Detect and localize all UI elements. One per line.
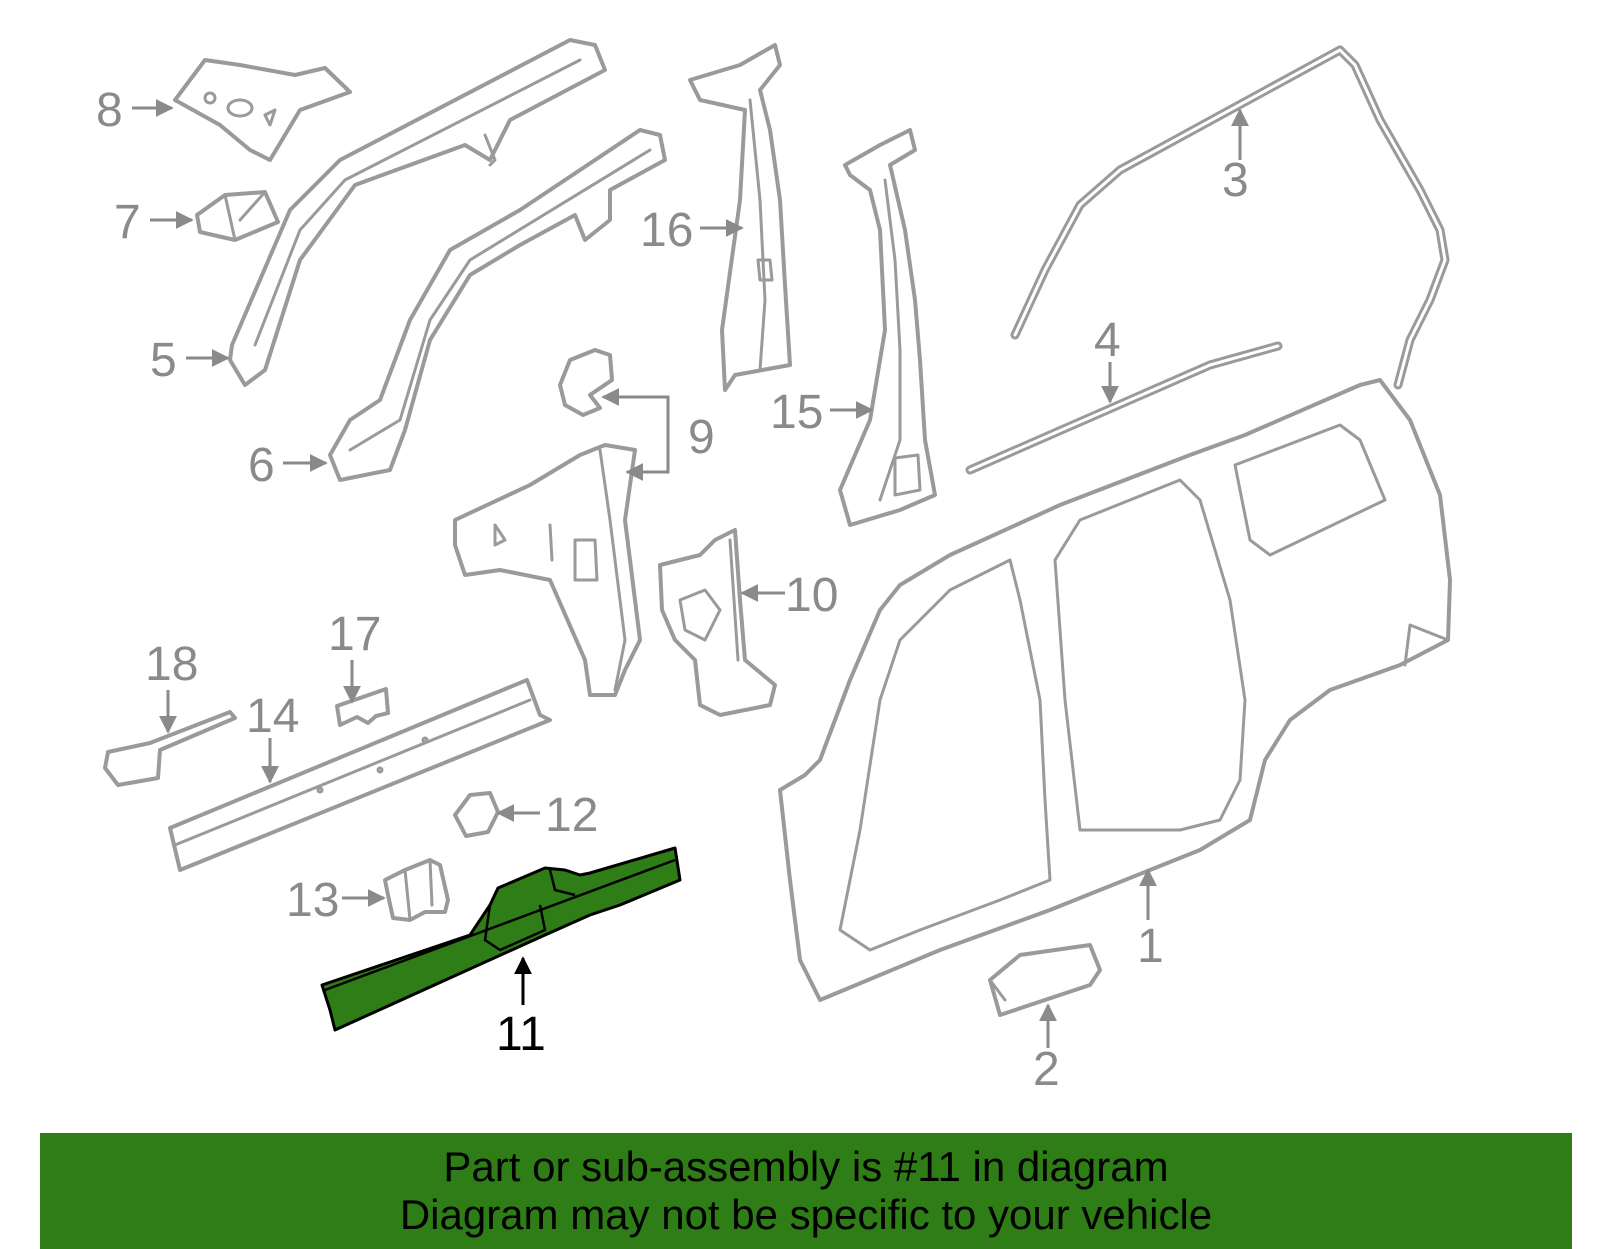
callout-labels: 8 7 5 6 16 15 3 4 9 10 1 2 18 17 14 12 1… bbox=[96, 84, 1249, 1096]
callout-2[interactable]: 2 bbox=[1033, 1043, 1060, 1096]
callout-12[interactable]: 12 bbox=[545, 789, 598, 842]
info-banner: Part or sub-assembly is #11 in diagram D… bbox=[40, 1133, 1572, 1249]
part-4[interactable] bbox=[965, 341, 1283, 475]
callout-17[interactable]: 17 bbox=[328, 608, 381, 661]
callout-10[interactable]: 10 bbox=[785, 569, 838, 622]
callout-13[interactable]: 13 bbox=[286, 874, 339, 927]
callout-15[interactable]: 15 bbox=[770, 386, 823, 439]
part-1[interactable] bbox=[778, 378, 1452, 1002]
callout-1[interactable]: 1 bbox=[1137, 920, 1164, 973]
part-11[interactable] bbox=[320, 846, 682, 1032]
part-2[interactable] bbox=[988, 943, 1102, 1017]
part-5[interactable] bbox=[228, 38, 607, 387]
callout-18[interactable]: 18 bbox=[145, 638, 198, 691]
callout-14[interactable]: 14 bbox=[246, 690, 299, 743]
part-16[interactable] bbox=[688, 43, 792, 392]
part-13[interactable] bbox=[383, 858, 450, 922]
banner-line-1: Part or sub-assembly is #11 in diagram bbox=[443, 1143, 1169, 1190]
callout-4[interactable]: 4 bbox=[1094, 314, 1121, 367]
callout-11[interactable]: 11 bbox=[496, 1008, 546, 1061]
part-12[interactable] bbox=[453, 791, 500, 838]
part-10[interactable] bbox=[658, 528, 777, 717]
part-17[interactable] bbox=[335, 687, 390, 727]
part-14[interactable] bbox=[168, 678, 552, 872]
parts-diagram: 8 7 5 6 16 15 3 4 9 10 1 2 18 17 14 12 1… bbox=[96, 38, 1452, 1096]
callout-7[interactable]: 7 bbox=[114, 196, 141, 249]
part-15[interactable] bbox=[838, 128, 937, 527]
callout-8[interactable]: 8 bbox=[96, 84, 123, 137]
part-6[interactable] bbox=[328, 128, 667, 482]
callout-9[interactable]: 9 bbox=[688, 411, 715, 464]
part-8[interactable] bbox=[173, 58, 352, 162]
callout-3[interactable]: 3 bbox=[1222, 154, 1249, 207]
part-7[interactable] bbox=[195, 190, 280, 242]
callout-6[interactable]: 6 bbox=[248, 439, 275, 492]
leader-lines bbox=[132, 99, 1249, 1048]
part-3[interactable] bbox=[1010, 45, 1450, 390]
callout-16[interactable]: 16 bbox=[640, 204, 693, 257]
banner-line-2: Diagram may not be specific to your vehi… bbox=[399, 1191, 1213, 1238]
part-9-panel[interactable] bbox=[453, 443, 642, 697]
callout-5[interactable]: 5 bbox=[150, 334, 177, 387]
part-9[interactable] bbox=[558, 348, 614, 417]
part-18[interactable] bbox=[103, 710, 237, 787]
